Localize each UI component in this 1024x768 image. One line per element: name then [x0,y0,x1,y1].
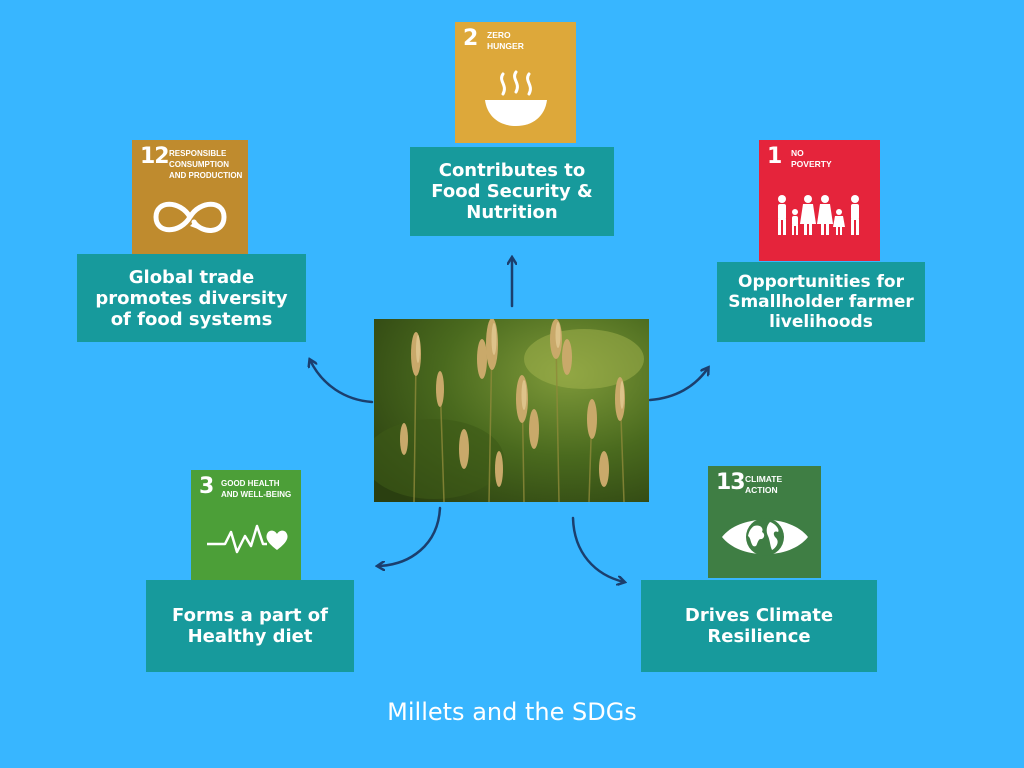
eye-globe-icon [722,518,808,556]
climate-resilience-box: Drives Climate Resilience [641,580,877,672]
sdg-13-climate-action-tile: 13 CLIMATE ACTION [708,466,821,578]
sdg-number: 1 [767,144,782,169]
smallholder-box: Opportunities for Smallholder farmer liv… [717,262,925,342]
heartbeat-icon [207,524,288,554]
sdg-3-good-health-tile: 3 GOOD HEALTH AND WELL-BEING [191,470,301,580]
healthy-diet-box: Forms a part of Healthy diet [146,580,354,672]
page-title: Millets and the SDGs [387,698,637,726]
sdg-1-no-poverty-tile: 1 NO POVERTY [759,140,880,261]
sdg-12-responsible-consumption-tile: 12 RESPONSIBLE CONSUMPTION AND PRODUCTIO… [132,140,248,256]
sdg-number: 3 [199,474,214,499]
food-security-box: Contributes to Food Security & Nutrition [410,147,614,236]
sdg-number: 2 [463,26,478,51]
arrow-to-global-trade [310,360,374,404]
smallholder-text: Opportunities for Smallholder farmer liv… [728,272,914,332]
millet-field-photo [374,319,649,502]
sdg-name: NO POVERTY [791,148,832,169]
sdg-name: RESPONSIBLE CONSUMPTION AND PRODUCTION [169,149,243,180]
global-trade-text: Global trade promotes diversity of food … [95,266,288,330]
arrow-to-healthy-diet [378,506,442,566]
family-icon [778,195,859,235]
healthy-diet-text: Forms a part of Healthy diet [172,605,328,647]
sdg-2-zero-hunger-tile: 2 ZERO HUNGER [455,22,576,143]
climate-resilience-text: Drives Climate Resilience [684,605,834,647]
sdg-name: GOOD HEALTH AND WELL-BEING [221,479,292,499]
food-security-text: Contributes to Food Security & Nutrition [431,160,593,223]
soup-bowl-icon [485,70,547,126]
infinity-icon [153,201,227,233]
sdg-number: 13 [716,470,746,495]
sdg-name: CLIMATE ACTION [745,474,783,495]
sdg-name: ZERO HUNGER [487,30,524,51]
arrow-to-climate-resilience [571,516,624,582]
sdg-number: 12 [140,144,170,169]
global-trade-box: Global trade promotes diversity of food … [77,254,306,342]
arrow-to-smallholder [648,368,708,402]
